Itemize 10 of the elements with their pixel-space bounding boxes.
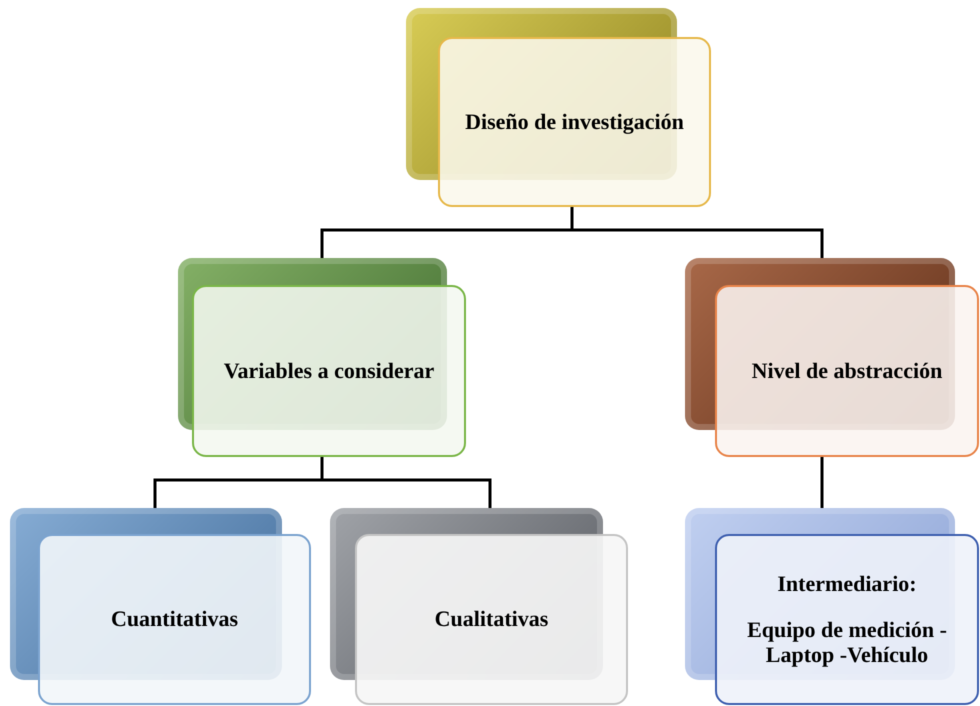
node-text: Diseño de investigación xyxy=(465,110,684,134)
node-text: Intermediario: xyxy=(777,572,917,596)
connector-line xyxy=(820,457,824,508)
node-text: Equipo de medición - Laptop -Vehículo xyxy=(746,618,948,667)
connector-line xyxy=(570,207,824,258)
node-text: Cualitativas xyxy=(434,607,548,632)
node-text: Cuantitativas xyxy=(110,607,238,632)
node-text: Variables a considerar xyxy=(224,358,434,384)
connector-line xyxy=(320,457,492,508)
node-text: Nivel de abstracción xyxy=(752,358,942,384)
